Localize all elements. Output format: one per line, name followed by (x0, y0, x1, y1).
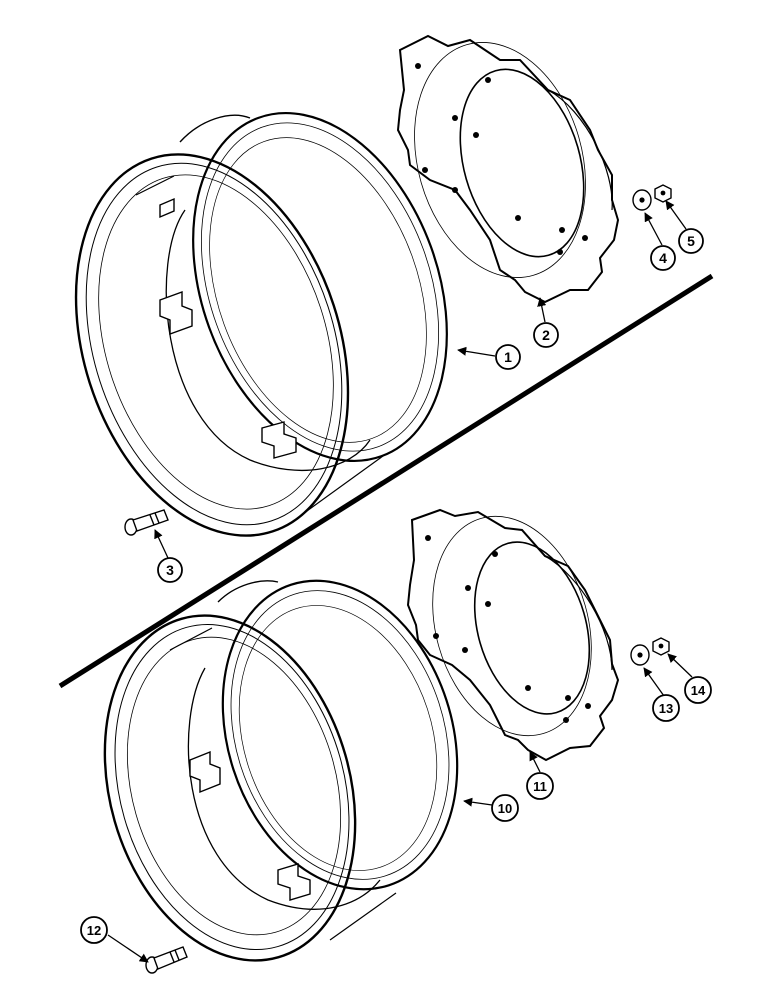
rim-clips-bottom (189, 750, 311, 901)
callout-13-label: 13 (659, 701, 673, 716)
callout-3-label: 3 (166, 562, 174, 578)
nut-top (654, 184, 672, 203)
wheel-rim-top (74, 112, 448, 537)
callout-2-label: 2 (542, 327, 550, 343)
center-disc-top (396, 34, 620, 304)
callout-12: 12 (80, 916, 108, 944)
center-disc-bottom (406, 508, 620, 762)
callout-14: 14 (684, 676, 712, 704)
callout-11: 11 (526, 772, 554, 800)
divider-line (58, 273, 714, 689)
callout-3: 3 (157, 557, 183, 583)
washer-top (632, 189, 652, 211)
bolt-bottom (145, 946, 188, 974)
washer-bottom (630, 644, 650, 666)
callout-1: 1 (495, 344, 521, 370)
wheel-rim-bottom (103, 579, 459, 962)
callout-4-label: 4 (659, 250, 667, 266)
bolt-top (124, 509, 169, 536)
nut-bottom (652, 637, 670, 656)
callout-5-label: 5 (687, 233, 695, 249)
leader-lines (107, 200, 693, 963)
callout-11-label: 11 (533, 779, 547, 794)
callout-2: 2 (533, 322, 559, 348)
callout-10-label: 10 (498, 801, 512, 816)
callout-5: 5 (678, 228, 704, 254)
callout-1-label: 1 (504, 349, 512, 365)
callout-10: 10 (491, 794, 519, 822)
callout-13: 13 (652, 694, 680, 722)
callout-12-label: 12 (87, 923, 101, 938)
callout-4: 4 (650, 245, 676, 271)
callout-14-label: 14 (691, 683, 706, 698)
rim-clips-top (159, 197, 297, 459)
